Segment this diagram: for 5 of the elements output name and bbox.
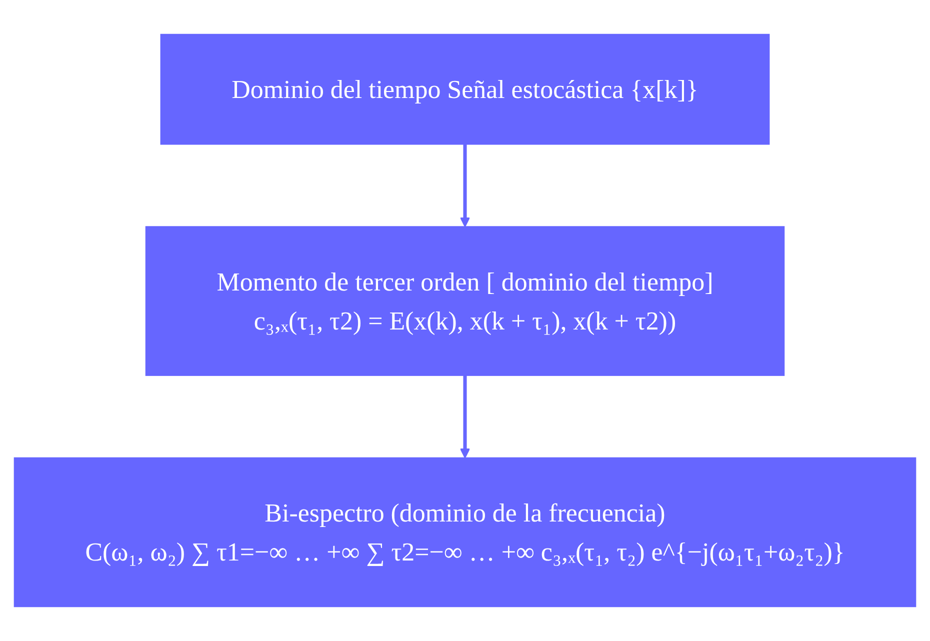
arrow (460, 144, 470, 228)
node-box: Momento de tercer orden [ dominio del tiempo] c₃,ₓ(τ₁, τ2) = E(x(k), x(k + τ₁), x(k + τ2)) (145, 226, 785, 376)
arrow (460, 375, 470, 458)
node-box: Bi-espectro (dominio de la frecuencia) C(ω₁, ω₂) ∑ τ1=−∞ … +∞ ∑ τ2=−∞ … +∞ c₃,ₓ(τ₁, τ₂) e^{−j(ω₁τ₁+ω₂τ₂)} (14, 457, 916, 608)
node-box: Dominio del tiempo Señal estocástica {x[k]} (160, 34, 770, 145)
